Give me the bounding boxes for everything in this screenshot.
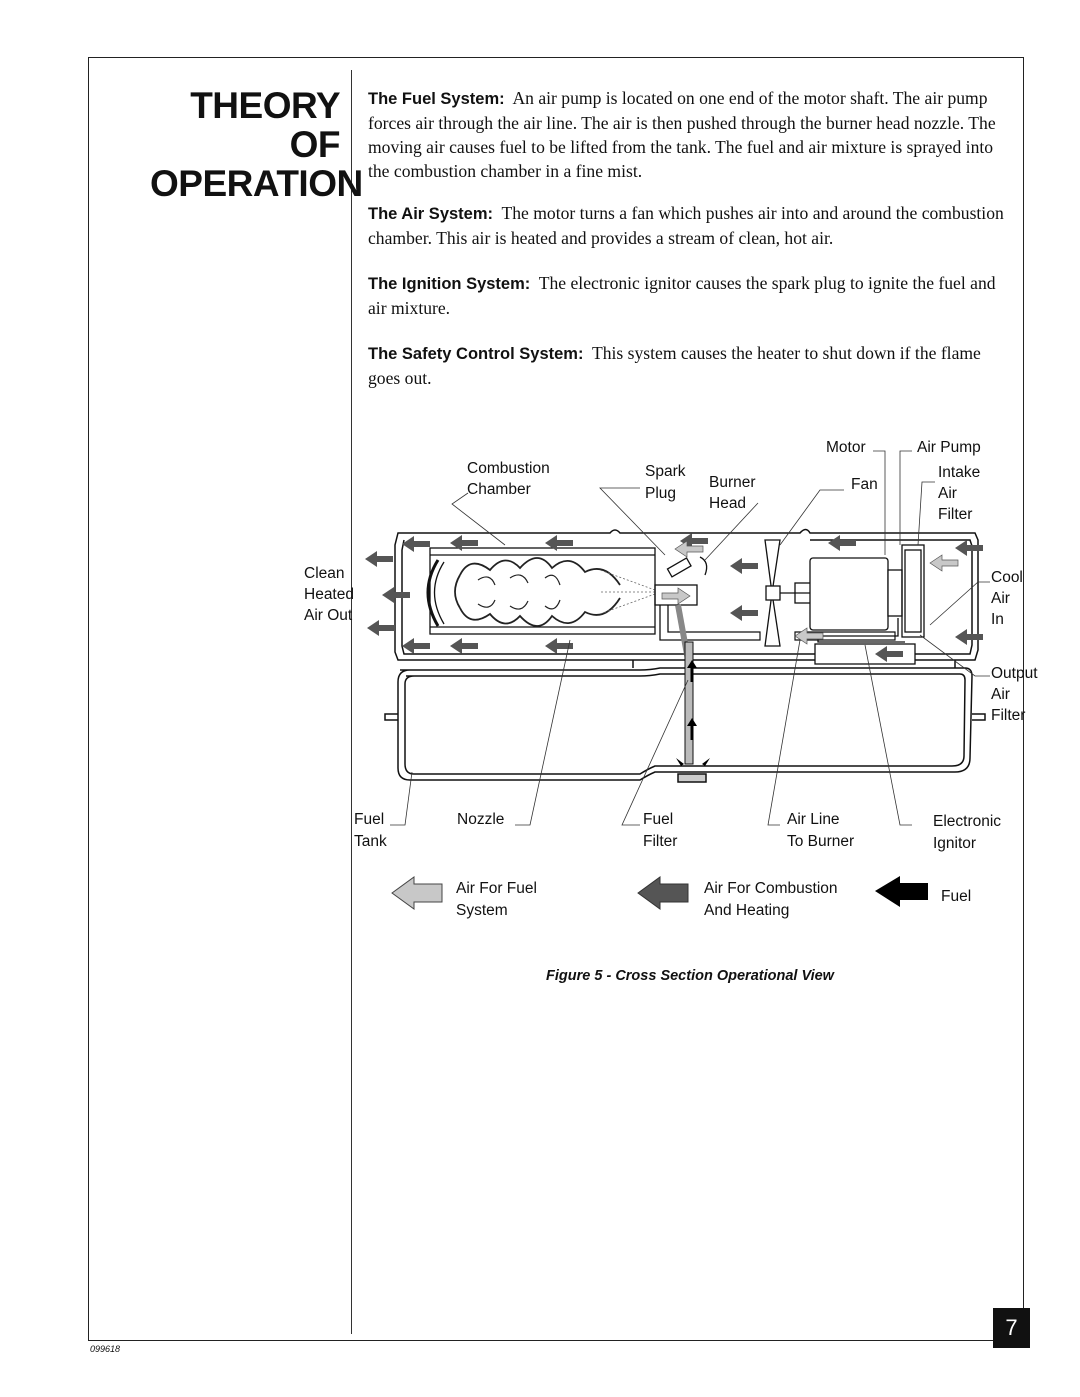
- label-fuel-filter-2: Filter: [643, 833, 677, 850]
- label-fuel-tank-1: Fuel: [354, 811, 384, 828]
- label-intake: Intake: [938, 464, 980, 481]
- document-number: 099618: [90, 1344, 121, 1354]
- label-nozzle: Nozzle: [457, 811, 504, 828]
- ignition-system-text: The electronic ignitor causes the spark …: [368, 273, 996, 318]
- motor: [780, 557, 903, 631]
- air-line: [700, 631, 896, 641]
- title-line-2: OPERATION: [150, 163, 363, 204]
- label-output-filter: Filter: [991, 707, 1025, 724]
- legend-black-arrow-icon: [875, 876, 928, 907]
- safety-system-paragraph: The Safety Control System: This system c…: [368, 341, 1016, 390]
- label-fuel-tank-2: Tank: [354, 833, 387, 850]
- label-fuel-filter-1: Fuel: [643, 811, 673, 828]
- air-system-heading: The Air System:: [368, 205, 494, 223]
- label-fan: Fan: [851, 476, 878, 493]
- label-air-line: Air Line: [787, 811, 840, 828]
- legend-air-for-fuel-2: System: [456, 902, 508, 919]
- fuel-system-paragraph: The Fuel System: An air pump is located …: [368, 86, 1016, 183]
- title-line-1: THEORY OF: [190, 85, 340, 165]
- legend-combustion-1: Air For Combustion: [704, 880, 838, 897]
- ignition-system-heading: The Ignition System:: [368, 275, 531, 293]
- legend-air-for-fuel-1: Air For Fuel: [456, 880, 537, 897]
- fuel-tank: [384, 667, 986, 783]
- flame-icon: [454, 557, 621, 627]
- label-chamber: Chamber: [467, 481, 531, 498]
- fuel-pickup-tube: [676, 641, 710, 766]
- label-intake-filter: Filter: [938, 506, 972, 523]
- page-number: 7: [993, 1308, 1030, 1348]
- label-plug: Plug: [645, 485, 676, 502]
- leader-lines: [390, 450, 990, 826]
- page-title: THEORY OF OPERATION: [150, 85, 363, 204]
- cross-section-diagram: Motor Air Pump Combustion Chamber Spark …: [304, 439, 1038, 919]
- legend-combustion-2: And Heating: [704, 902, 789, 919]
- safety-system-text: This system causes the heater to shut do…: [368, 343, 981, 388]
- fuel-system-text: An air pump is located on one end of the…: [368, 88, 996, 181]
- legend-light-arrow-icon: [391, 876, 443, 910]
- label-ignitor: Ignitor: [933, 835, 976, 852]
- fan-icon: [764, 539, 781, 647]
- air-system-paragraph: The Air System: The motor turns a fan wh…: [368, 201, 1016, 250]
- page-frame: [88, 57, 1024, 1341]
- label-burner: Burner: [709, 474, 756, 491]
- label-to-burner: To Burner: [787, 833, 854, 850]
- label-combustion: Combustion: [467, 460, 550, 477]
- ignition-system-paragraph: The Ignition System: The electronic igni…: [368, 271, 1016, 320]
- label-motor: Motor: [826, 439, 866, 456]
- legend-dark-arrow-icon: [637, 876, 689, 910]
- fuel-system-heading: The Fuel System:: [368, 90, 505, 108]
- spray-mist: [599, 569, 656, 615]
- safety-system-heading: The Safety Control System:: [368, 345, 584, 363]
- diagram-labels: Motor Air Pump Combustion Chamber Spark …: [304, 439, 1038, 852]
- label-intake-air: Air: [938, 485, 957, 502]
- column-divider: [351, 70, 352, 1334]
- label-output-air: Air: [991, 686, 1010, 703]
- label-output: Output: [991, 665, 1038, 682]
- label-cool-air: Air: [991, 590, 1010, 607]
- label-air-out: Air Out: [304, 607, 353, 624]
- figure-caption: Figure 5 - Cross Section Operational Vie…: [546, 968, 834, 984]
- legend: Air For Fuel System Air For Combustion A…: [391, 876, 971, 919]
- spark-plug: [666, 556, 708, 578]
- label-electronic: Electronic: [933, 813, 1001, 830]
- legend-fuel: Fuel: [941, 888, 971, 905]
- label-cool: Cool: [991, 569, 1023, 586]
- label-spark: Spark: [645, 463, 686, 480]
- label-head: Head: [709, 495, 746, 512]
- label-heated: Heated: [304, 586, 354, 603]
- label-air-pump: Air Pump: [917, 439, 981, 456]
- label-clean: Clean: [304, 565, 345, 582]
- combustion-chamber: [426, 547, 656, 635]
- label-cool-in: In: [991, 611, 1004, 628]
- air-system-text: The motor turns a fan which pushes air i…: [368, 203, 1004, 248]
